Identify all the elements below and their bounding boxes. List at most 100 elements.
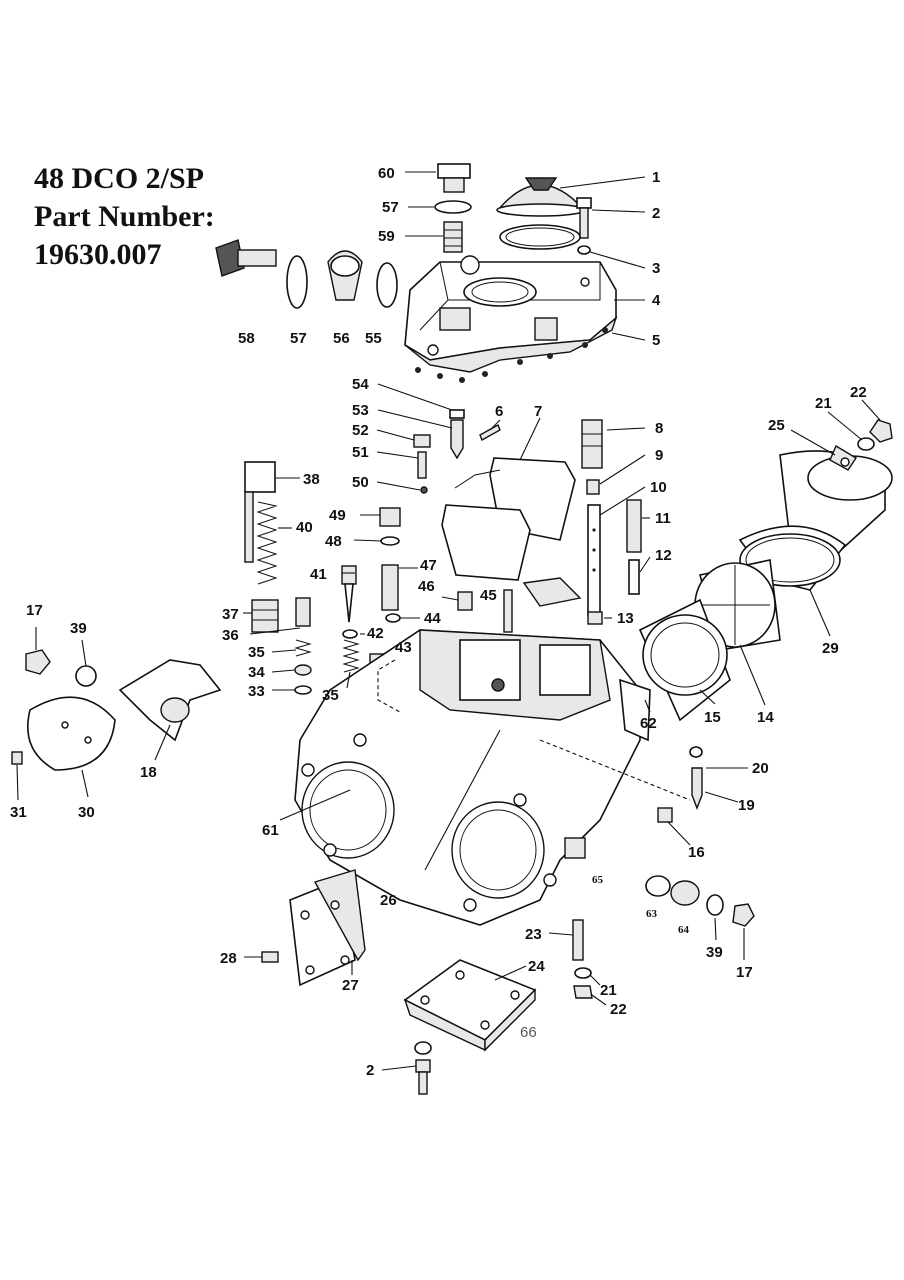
jet-part-13 [587, 611, 603, 625]
label-39a: 39 [70, 620, 87, 637]
label-39b: 39 [706, 944, 723, 961]
label-2b: 2 [366, 1062, 374, 1079]
needle-valve-part-53 [450, 419, 464, 460]
screw-part-49 [379, 507, 401, 527]
washer-part-57 [434, 200, 472, 214]
label-17b: 17 [736, 964, 753, 981]
washer-part-48 [380, 536, 400, 546]
label-35a: 35 [248, 644, 265, 661]
lockwasher-part-39b [706, 894, 724, 916]
label-16: 16 [688, 844, 705, 861]
label-51: 51 [352, 444, 369, 461]
label-21a: 21 [815, 395, 832, 412]
pump-piston-part-37 [251, 599, 279, 633]
spring-part-35b [342, 639, 360, 673]
screw-part-41 [341, 565, 357, 585]
stud-part-23 [572, 919, 584, 961]
right-side-parts [572, 746, 755, 999]
nut-part-17b [732, 903, 755, 927]
label-60: 60 [378, 165, 395, 182]
label-37: 37 [222, 606, 239, 623]
label-38: 38 [303, 471, 320, 488]
spring-part-40 [256, 501, 278, 585]
spring-part-35a [294, 639, 312, 657]
label-2: 2 [652, 205, 660, 222]
label-15: 15 [704, 709, 721, 726]
washer-part-42 [342, 629, 358, 639]
jet-part-9 [586, 479, 600, 495]
label-7: 7 [534, 403, 542, 420]
washer-part-54 [449, 409, 465, 419]
washer-part-2b [414, 1041, 432, 1055]
screw-part-2b [415, 1059, 431, 1073]
ball-part-50 [420, 486, 428, 494]
flange-part-62 [619, 678, 651, 742]
label-45: 45 [480, 587, 497, 604]
valve-part-36 [295, 597, 311, 627]
label-26: 26 [380, 892, 397, 909]
label-58: 58 [238, 330, 255, 347]
emulsion-tube-part-10 [587, 504, 601, 616]
ball-part-34 [294, 664, 312, 676]
label-9: 9 [655, 447, 663, 464]
float-assembly [413, 409, 642, 625]
label-61: 61 [262, 822, 279, 839]
screw-part-16 [657, 807, 673, 823]
label-46: 46 [418, 578, 435, 595]
washer-part-20 [689, 746, 703, 758]
label-42: 42 [367, 625, 384, 642]
float-part-7b [441, 504, 531, 581]
screw-part-2 [576, 197, 592, 209]
label-49: 49 [329, 507, 346, 524]
label-8: 8 [655, 420, 663, 437]
label-50: 50 [352, 474, 369, 491]
label-12: 12 [655, 547, 672, 564]
label-36: 36 [222, 627, 239, 644]
valve-part-47 [381, 564, 399, 611]
inlet-fittings [215, 239, 398, 309]
left-side-parts [11, 649, 222, 771]
cover-boss [439, 307, 471, 331]
diagram-title: 48 DCO 2/SP Part Number: 19630.007 [34, 160, 215, 274]
nut-part-22b [573, 985, 593, 999]
label-63: 63 [646, 908, 658, 920]
label-30: 30 [78, 804, 95, 821]
jet-part-12 [628, 559, 640, 595]
label-22a: 22 [850, 384, 867, 401]
pump-rod-bracket-part-38 [244, 461, 276, 493]
washer-part-21b [574, 967, 592, 979]
top-cover-assembly [404, 163, 618, 383]
label-18: 18 [140, 764, 157, 781]
nut-part-22a [869, 419, 893, 443]
washer-part-33 [294, 685, 312, 695]
page-number: 66 [520, 1024, 537, 1041]
label-40: 40 [296, 519, 313, 536]
label-22b: 22 [610, 1001, 627, 1018]
lockwasher-part-39a [75, 665, 97, 687]
part-number-heading: Part Number: [34, 200, 215, 233]
label-62: 62 [640, 715, 657, 732]
label-21b: 21 [600, 982, 617, 999]
label-35b: 35 [322, 687, 339, 704]
label-64: 64 [678, 924, 690, 936]
part-number-value: 19630.007 [34, 238, 162, 271]
label-6: 6 [495, 403, 503, 420]
label-54: 54 [352, 376, 369, 393]
label-57b: 57 [290, 330, 307, 347]
washer-part-44 [385, 613, 401, 623]
label-44: 44 [424, 610, 441, 627]
label-24: 24 [528, 958, 545, 975]
label-14: 14 [757, 709, 774, 726]
label-59: 59 [378, 228, 395, 245]
label-23: 23 [525, 926, 542, 943]
banjo-bolt-part-58 [215, 239, 245, 277]
label-56: 56 [333, 330, 350, 347]
label-1: 1 [652, 169, 660, 186]
bottom-parts [261, 869, 537, 1095]
label-48: 48 [325, 533, 342, 550]
label-4: 4 [652, 292, 661, 309]
label-29: 29 [822, 640, 839, 657]
label-25: 25 [768, 417, 785, 434]
model-name: 48 DCO 2/SP [34, 162, 205, 195]
label-47: 47 [420, 557, 437, 574]
